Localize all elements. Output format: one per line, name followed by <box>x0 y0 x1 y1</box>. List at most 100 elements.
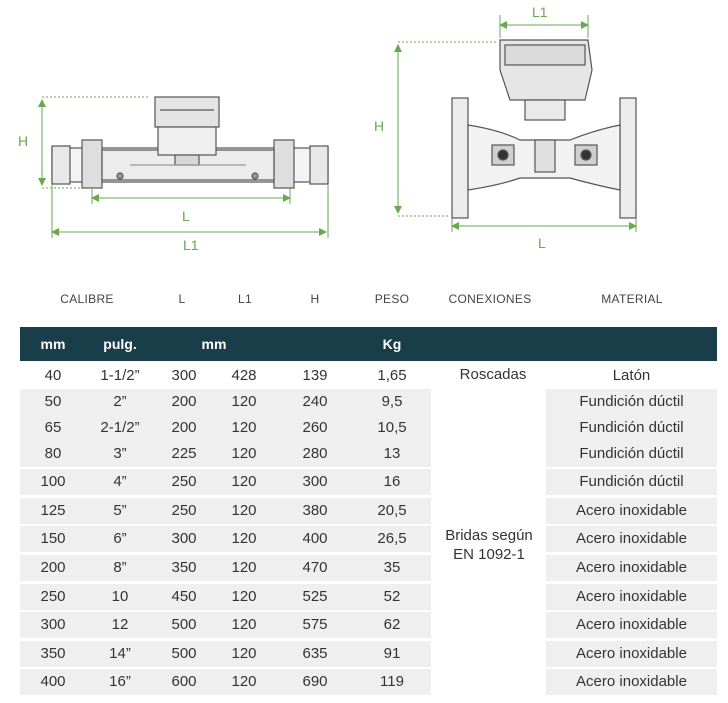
header-conexiones: CONEXIONES <box>448 292 532 306</box>
cell-mm: 50 <box>44 393 62 410</box>
cell-mm: 400 <box>40 673 66 690</box>
header-l: L <box>178 292 186 306</box>
units-header-bar: mm pulg. mm Kg <box>20 327 717 361</box>
cell-h: 260 <box>302 419 328 436</box>
cell-l: 300 <box>171 530 197 547</box>
cell-h: 380 <box>302 502 328 519</box>
cell-mm: 80 <box>44 445 62 462</box>
unit-pulg: pulg. <box>103 336 137 352</box>
header-l1: L1 <box>238 292 252 306</box>
row-background <box>20 415 431 441</box>
cell-l: 250 <box>171 473 197 490</box>
cell-mm: 250 <box>40 588 66 605</box>
cell-mm: 100 <box>40 473 66 490</box>
cell-l: 500 <box>171 645 197 662</box>
row-background <box>20 555 431 581</box>
cell-kg: 91 <box>383 645 401 662</box>
unit-kg: Kg <box>382 336 402 352</box>
cell-h: 525 <box>302 588 328 605</box>
row-background <box>20 526 431 552</box>
cell-pulg: 14” <box>109 645 131 662</box>
row-background <box>20 441 431 467</box>
cell-l: 350 <box>171 559 197 576</box>
right-h-label: H <box>374 118 384 134</box>
cell-pulg: 16” <box>109 673 131 690</box>
cell-material: Fundición dúctil <box>546 415 717 441</box>
cell-l: 200 <box>171 393 197 410</box>
left-l1-label: L1 <box>183 237 199 253</box>
cell-l1: 120 <box>231 530 257 547</box>
connection-bridas-line2: EN 1092-1 <box>453 546 525 563</box>
cell-l: 200 <box>171 419 197 436</box>
cell-l1: 120 <box>231 559 257 576</box>
table-row: 350 14” 500 120 635 91 Acero inoxidable <box>20 641 717 669</box>
row-background <box>20 669 431 695</box>
left-dimensions <box>38 96 329 238</box>
cell-h: 139 <box>302 367 328 384</box>
cell-mm: 350 <box>40 645 66 662</box>
cell-l: 225 <box>171 445 197 462</box>
cell-l1: 120 <box>231 473 257 490</box>
cell-mm: 40 <box>44 367 62 384</box>
cell-material: Acero inoxidable <box>546 612 717 638</box>
row-background <box>20 389 431 415</box>
left-h-label: H <box>18 133 28 149</box>
cell-l: 500 <box>171 616 197 633</box>
row-background <box>20 641 431 667</box>
cell-mm: 150 <box>40 530 66 547</box>
cell-h: 400 <box>302 530 328 547</box>
row-background <box>20 469 431 495</box>
cell-pulg: 8” <box>113 559 127 576</box>
cell-kg: 62 <box>383 616 401 633</box>
cell-l1: 120 <box>231 393 257 410</box>
flanged-meter-drawing <box>451 39 637 219</box>
cell-pulg: 2-1/2” <box>100 419 140 436</box>
header-h: H <box>310 292 320 306</box>
cell-l1: 120 <box>231 445 257 462</box>
cell-h: 690 <box>302 673 328 690</box>
cell-h: 575 <box>302 616 328 633</box>
cell-pulg: 4” <box>113 473 127 490</box>
cell-mm: 300 <box>40 616 66 633</box>
cell-l1: 428 <box>231 367 257 384</box>
cell-kg: 13 <box>383 445 401 462</box>
unit-mm-dimensions: mm <box>201 336 227 352</box>
cell-material: Acero inoxidable <box>546 669 717 695</box>
cell-l1: 120 <box>231 673 257 690</box>
cell-kg: 20,5 <box>377 502 407 519</box>
cell-l1: 120 <box>231 419 257 436</box>
cell-kg: 35 <box>383 559 401 576</box>
cell-mm: 125 <box>40 502 66 519</box>
cell-mm: 200 <box>40 559 66 576</box>
row-background <box>20 584 431 610</box>
cell-kg: 9,5 <box>381 393 403 410</box>
connection-roscadas: Roscadas <box>459 366 527 383</box>
cell-l1: 120 <box>231 588 257 605</box>
cell-pulg: 1-1/2” <box>100 367 140 384</box>
connection-bridas-line1: Bridas según <box>445 527 533 544</box>
cell-kg: 16 <box>383 473 401 490</box>
connection-bridas: Bridas según EN 1092-1 <box>430 526 548 564</box>
right-l1-label: L1 <box>532 4 548 20</box>
row-background <box>20 612 431 638</box>
cell-h: 635 <box>302 645 328 662</box>
cell-kg: 10,5 <box>377 419 407 436</box>
cell-pulg: 3” <box>113 445 127 462</box>
cell-h: 280 <box>302 445 328 462</box>
cell-l1: 120 <box>231 616 257 633</box>
cell-material: Acero inoxidable <box>546 641 717 667</box>
cell-h: 470 <box>302 559 328 576</box>
cell-l1: 120 <box>231 645 257 662</box>
cell-pulg: 5” <box>113 502 127 519</box>
technical-drawings: H L L1 L1 H L <box>18 4 637 253</box>
unit-mm: mm <box>40 336 66 352</box>
header-peso: PESO <box>374 292 410 306</box>
threaded-meter-drawing <box>51 96 329 189</box>
